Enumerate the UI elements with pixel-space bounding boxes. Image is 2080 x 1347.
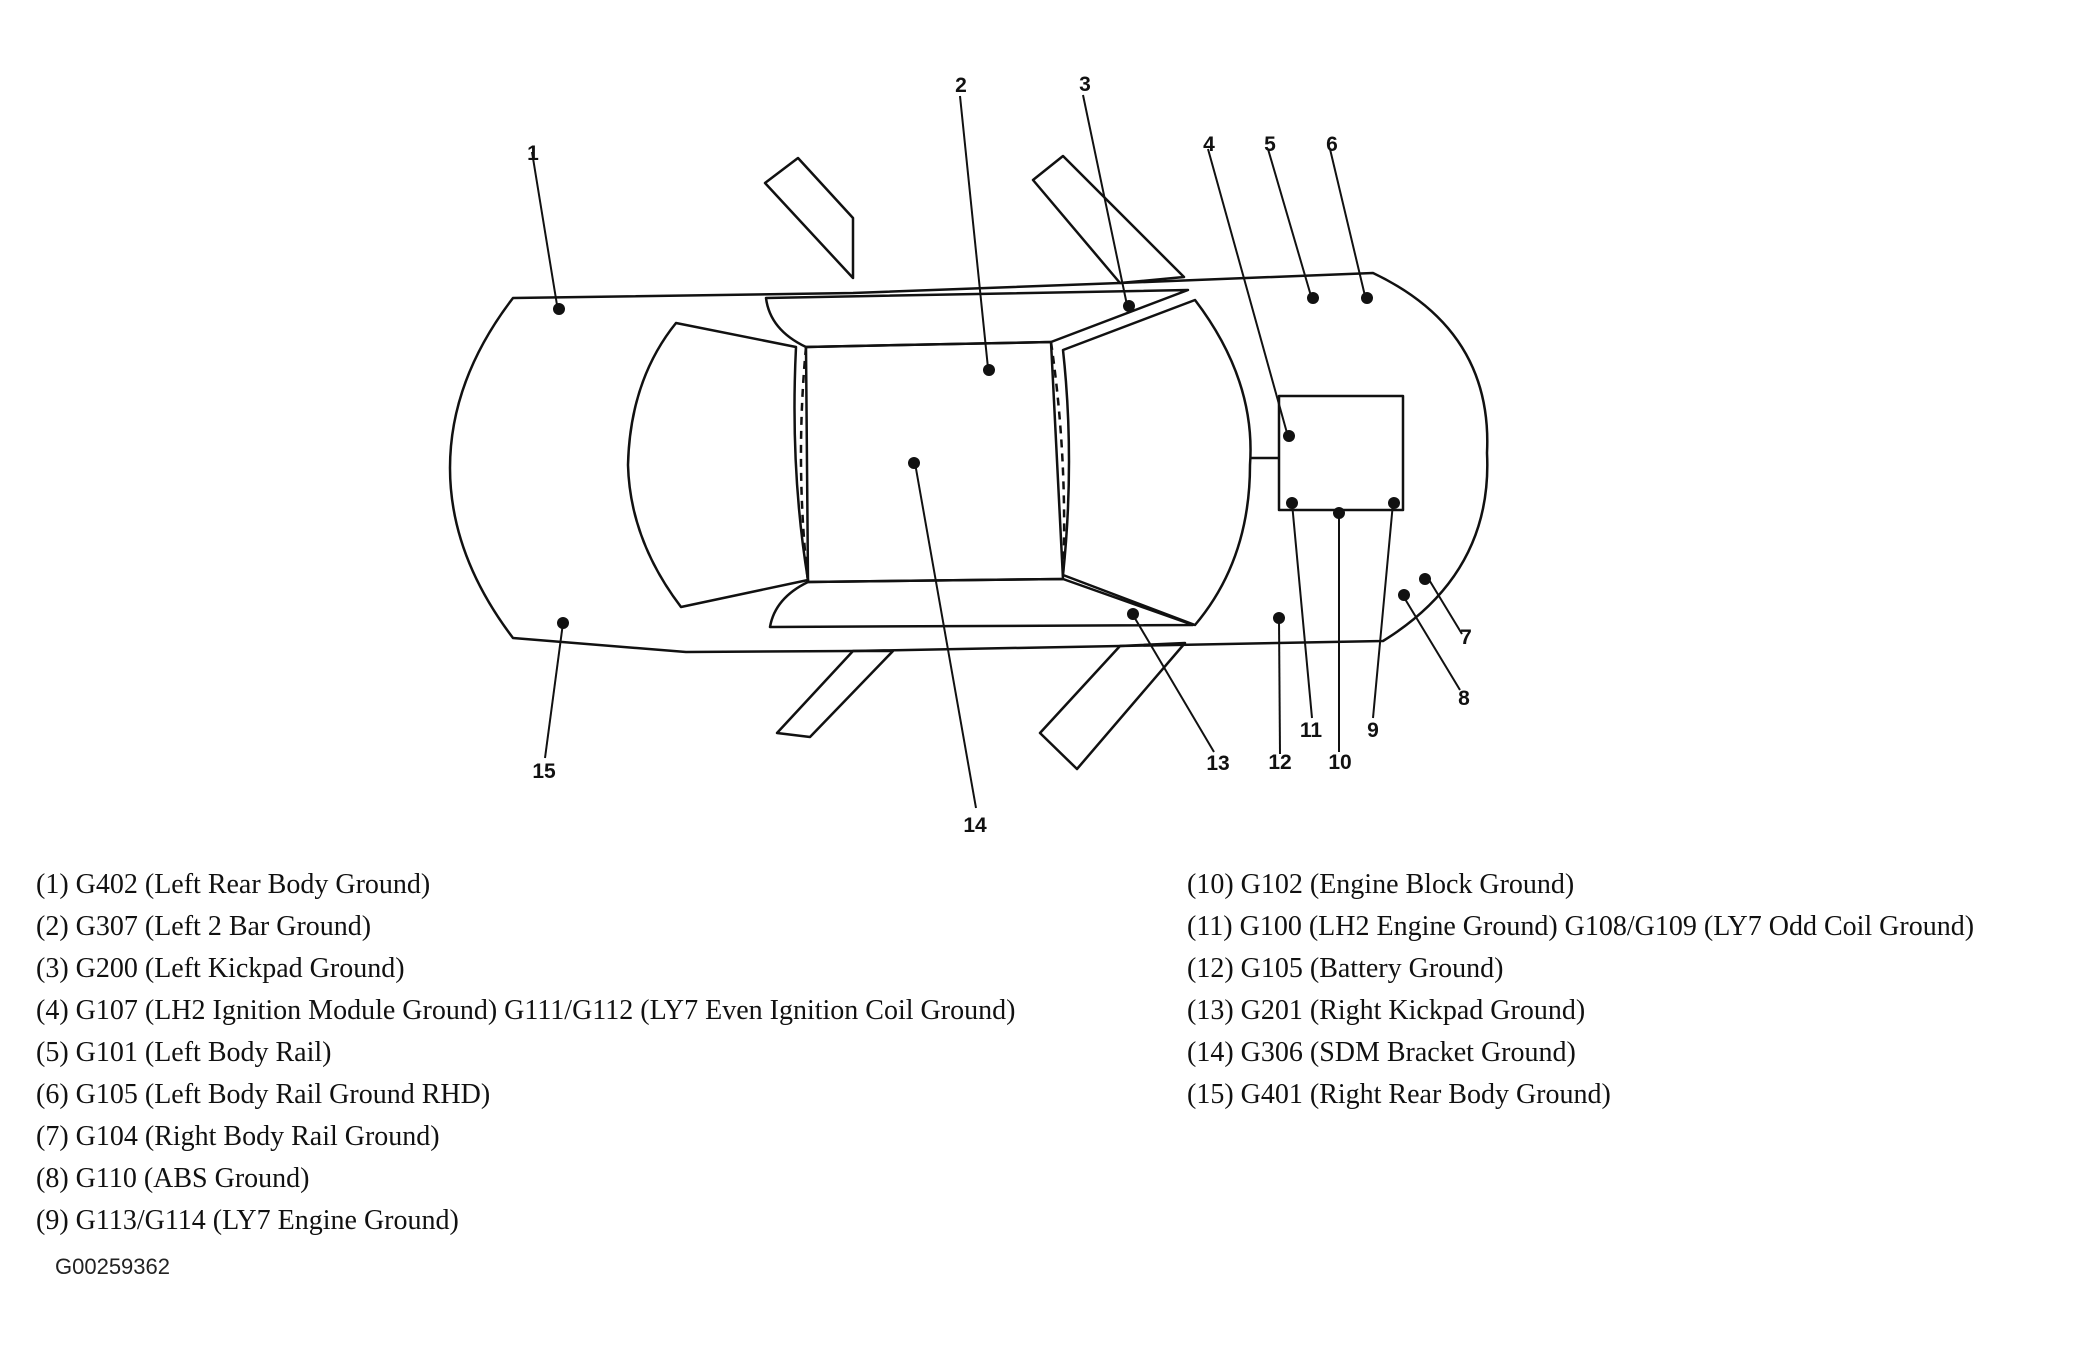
right-side-glass xyxy=(768,577,1195,629)
left-side-glass xyxy=(764,288,1190,349)
callout-11: 11 xyxy=(1300,719,1323,742)
callout-7: 7 xyxy=(1460,626,1472,649)
legend-item: (15) G401 (Right Rear Body Ground) xyxy=(1187,1079,1611,1110)
legend-item: (14) G306 (SDM Bracket Ground) xyxy=(1187,1037,1576,1068)
legend-item: (7) G104 (Right Body Rail Ground) xyxy=(36,1121,440,1152)
rear-window xyxy=(626,321,810,609)
figure-id: G00259362 xyxy=(55,1254,170,1279)
callout-4: 4 xyxy=(1203,133,1215,156)
roof-left-edge-dashed xyxy=(799,346,810,583)
callout-5: 5 xyxy=(1264,133,1276,156)
legend-item: (13) G201 (Right Kickpad Ground) xyxy=(1187,995,1586,1026)
roof-right-edge-dashed xyxy=(1049,341,1066,580)
legend-item: (3) G200 (Left Kickpad Ground) xyxy=(36,953,405,984)
car-body-outline xyxy=(448,271,1489,654)
callout-10: 10 xyxy=(1328,751,1351,774)
legend-right-column: (10) G102 (Engine Block Ground) (11) G10… xyxy=(1187,864,1974,1116)
callout-12: 12 xyxy=(1268,751,1291,774)
right-front-door-shape xyxy=(1038,641,1187,771)
legend-item: (8) G110 (ABS Ground) xyxy=(36,1163,310,1194)
callout-15: 15 xyxy=(532,760,556,783)
legend-item: (12) G105 (Battery Ground) xyxy=(1187,953,1504,984)
legend-item: (10) G102 (Engine Block Ground) xyxy=(1187,869,1575,900)
legend-item: (5) G101 (Left Body Rail) xyxy=(36,1037,332,1068)
callout-2: 2 xyxy=(955,74,967,97)
left-front-door-shape xyxy=(1031,154,1186,285)
legend-item: (2) G307 (Left 2 Bar Ground) xyxy=(36,911,372,942)
callout-13: 13 xyxy=(1206,752,1229,775)
callout-14: 14 xyxy=(963,814,987,837)
windshield xyxy=(1061,298,1252,627)
roof-panel xyxy=(804,340,1065,584)
right-rear-door-shape xyxy=(775,649,895,739)
legend-item: (4) G107 (LH2 Ignition Module Ground) G1… xyxy=(36,995,1016,1026)
legend-item: (11) G100 (LH2 Engine Ground) G108/G109 … xyxy=(1187,911,1975,942)
callout-6: 6 xyxy=(1326,133,1338,156)
legend-item: (1) G402 (Left Rear Body Ground) xyxy=(36,869,431,900)
callout-9: 9 xyxy=(1367,719,1379,742)
legend-item: (6) G105 (Left Body Rail Ground RHD) xyxy=(36,1079,491,1110)
left-rear-door-shape xyxy=(763,156,855,280)
engine-block-box xyxy=(1277,394,1405,512)
legend-left-column: (1) G402 (Left Rear Body Ground) (2) G30… xyxy=(36,864,1015,1242)
callout-8: 8 xyxy=(1458,687,1470,710)
callout-1: 1 xyxy=(527,142,539,165)
vehicle-ground-locations-diagram: 1 2 3 4 5 6 7 8 9 10 11 12 13 14 15 xyxy=(448,73,1489,837)
legend-item: (9) G113/G114 (LY7 Engine Ground) xyxy=(36,1205,459,1236)
callout-3: 3 xyxy=(1079,73,1091,96)
